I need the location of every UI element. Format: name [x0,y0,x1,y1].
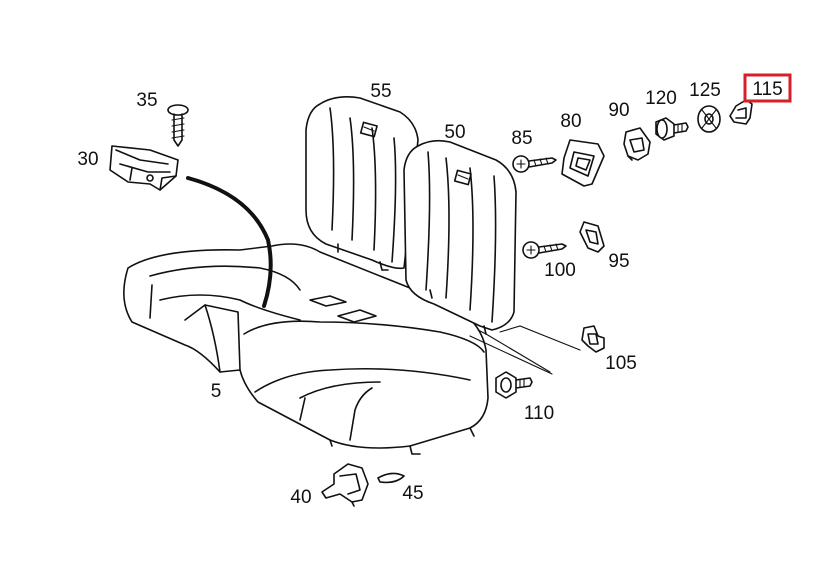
label-part-90: 90 [608,100,629,121]
label-part-95: 95 [608,251,629,272]
nut-part-125[interactable] [697,105,721,133]
screw-part-85[interactable] [512,155,557,173]
highlight-box-part-115 [743,73,792,103]
label-part-80: 80 [560,111,581,132]
screw-part-100[interactable] [522,241,567,259]
label-part-105: 105 [605,353,637,374]
backrest-part-55[interactable] [305,96,419,271]
connecting-cable [186,176,273,308]
clip-part-90[interactable] [623,127,651,161]
label-part-100: 100 [544,260,576,281]
label-part-35: 35 [136,90,157,111]
label-part-55: 55 [370,81,391,102]
label-part-45: 45 [402,483,423,504]
clip-part-95[interactable] [579,221,605,253]
handle-part-115[interactable] [729,99,753,125]
screw-part-35[interactable] [167,104,189,147]
seat-cushion-part-5[interactable] [123,243,489,455]
leader-line-110b [477,329,551,373]
bracket-part-30[interactable] [109,145,179,191]
label-part-120: 120 [645,88,677,109]
clip-part-45[interactable] [377,472,405,484]
bolt-part-120[interactable] [655,117,689,141]
label-part-50: 50 [444,122,465,143]
label-part-30: 30 [77,149,98,170]
label-part-110: 110 [524,403,554,424]
bezel-part-80[interactable] [561,139,605,187]
leader-line-110 [469,335,553,375]
label-part-40: 40 [290,487,311,508]
label-part-85: 85 [511,128,532,149]
backrest-part-50[interactable] [403,139,517,335]
leader-line-105 [499,325,581,351]
bolt-part-110[interactable] [495,371,533,399]
label-part-125: 125 [689,80,721,101]
label-part-115[interactable]: 115 [752,79,782,100]
clip-part-105[interactable] [581,325,605,353]
bracket-part-40[interactable] [321,463,369,507]
label-part-5: 5 [211,381,222,402]
